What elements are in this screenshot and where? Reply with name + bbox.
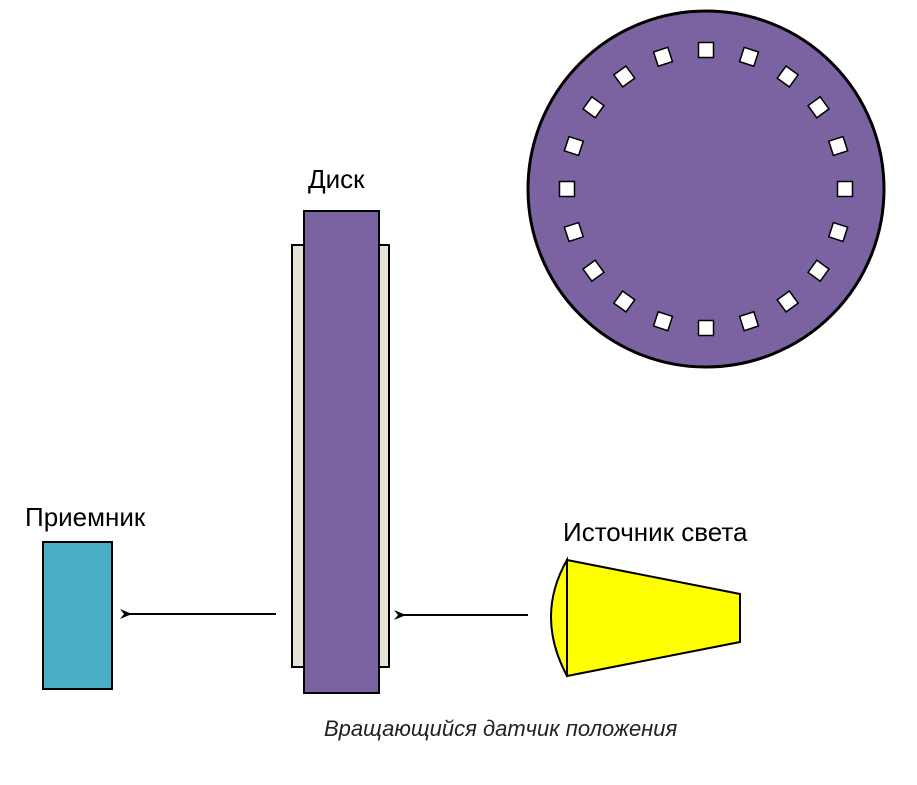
light-source-label: Источник света (563, 517, 748, 547)
disk-front-view (526, 9, 886, 369)
disk-slot (827, 135, 849, 157)
light-source-lens (550, 556, 568, 677)
receiver-label: Приемник (25, 502, 146, 532)
disk-slot (563, 221, 585, 243)
receiver-block (42, 541, 113, 690)
disk-slot (652, 310, 674, 332)
disk-slot (776, 289, 800, 314)
disk-slot (697, 41, 715, 59)
disk-slot (612, 289, 636, 314)
disk-side-view (303, 210, 380, 694)
disk-slot (558, 180, 576, 198)
disk-slot (581, 95, 606, 119)
diagram-caption: Вращающийся датчик положения (324, 716, 678, 741)
disk-slot (806, 259, 831, 283)
disk-slot (563, 135, 585, 157)
disk-slots (558, 41, 854, 337)
disk-slot (738, 310, 760, 332)
light-source-body (566, 558, 741, 678)
disk-slot (697, 319, 715, 337)
disk-slot (612, 64, 636, 89)
disk-slot (836, 180, 854, 198)
disk-slot (827, 221, 849, 243)
disk-slot (581, 259, 606, 283)
disk-slot (806, 95, 831, 119)
disk-slot (652, 46, 674, 68)
disk-label: Диск (308, 164, 365, 194)
disk-slot (738, 46, 760, 68)
disk-slot (776, 64, 800, 89)
